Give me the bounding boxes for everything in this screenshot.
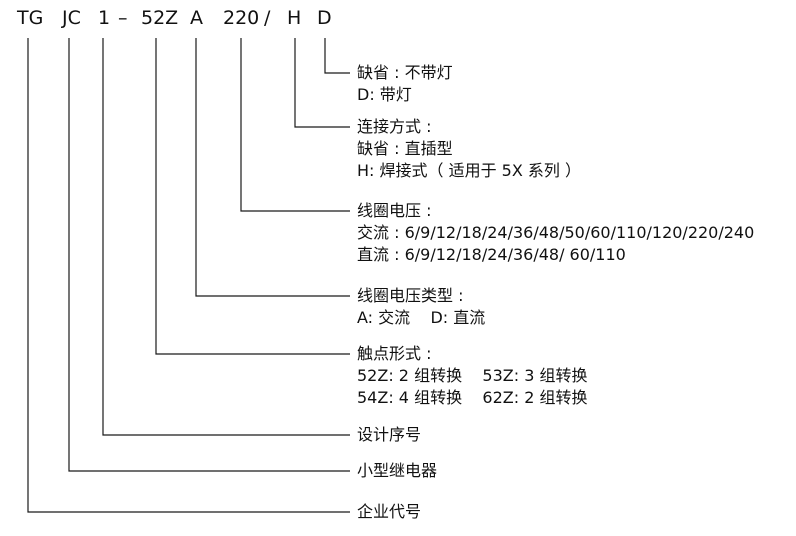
- legend-company-title: 企业代号: [357, 502, 422, 521]
- legend-lamp-line: D: 带灯: [357, 85, 412, 104]
- leader-line-design-serial: [102, 38, 350, 436]
- legend-coil-voltage: 线圈电压 : 交流 : 6/9/12/18/24/36/48/50/60/110…: [357, 200, 754, 266]
- code-segment-tg: TG: [17, 7, 44, 29]
- code-segment-jc: JC: [62, 7, 81, 29]
- legend-contact-form: 触点形式 : 52Z: 2 组转换 53Z: 3 组转换 54Z: 4 组转换 …: [357, 343, 587, 409]
- legend-connection-line: 缺省 : 直插型: [357, 139, 453, 158]
- code-segment-connection: H: [287, 7, 302, 29]
- code-separator-slash: /: [264, 7, 271, 29]
- code-segment-contact: 52Z: [141, 7, 179, 29]
- legend-coil-voltage-line: 交流 : 6/9/12/18/24/36/48/50/60/110/120/22…: [357, 223, 755, 242]
- leader-line-connection: [294, 38, 350, 128]
- legend-type: 小型继电器: [357, 460, 437, 482]
- legend-contact-form-line: 54Z: 4 组转换 62Z: 2 组转换: [357, 388, 588, 407]
- legend-lamp-title: 缺省 : 不带灯: [357, 63, 453, 82]
- code-segment-lamp: D: [317, 7, 332, 29]
- leader-line-company: [27, 38, 350, 513]
- legend-connection-title: 连接方式 :: [357, 117, 432, 136]
- code-segment-serial: 1: [98, 7, 111, 29]
- code-separator-dash: –: [118, 7, 128, 29]
- legend-design-serial: 设计序号: [357, 424, 421, 446]
- legend-coil-voltage-type-line: A: 交流 D: 直流: [357, 308, 486, 327]
- legend-connection: 连接方式 : 缺省 : 直插型 H: 焊接式（ 适用于 5X 系列 ）: [357, 116, 581, 182]
- legend-type-title: 小型继电器: [357, 461, 438, 480]
- legend-contact-form-line: 52Z: 2 组转换 53Z: 3 组转换: [357, 366, 588, 385]
- legend-lamp: 缺省 : 不带灯 D: 带灯: [357, 62, 453, 106]
- leader-line-contact-form: [155, 38, 350, 355]
- leader-line-lamp: [324, 38, 350, 74]
- legend-coil-voltage-type: 线圈电压类型 : A: 交流 D: 直流: [357, 285, 485, 329]
- leader-line-coil-voltage: [240, 38, 350, 212]
- legend-coil-voltage-line: 直流 : 6/9/12/18/24/36/48/ 60/110: [357, 245, 626, 264]
- legend-contact-form-title: 触点形式 :: [357, 344, 432, 363]
- leader-line-type: [68, 38, 350, 472]
- legend-company: 企业代号: [357, 501, 421, 523]
- legend-coil-voltage-type-title: 线圈电压类型 :: [357, 286, 464, 305]
- leader-line-coil-voltage-type: [195, 38, 350, 297]
- legend-connection-line: H: 焊接式（ 适用于 5X 系列 ）: [357, 161, 581, 180]
- code-segment-voltage-type: A: [190, 7, 203, 29]
- code-segment-voltage: 220: [223, 7, 260, 29]
- legend-design-serial-title: 设计序号: [357, 425, 422, 444]
- legend-coil-voltage-title: 线圈电压 :: [357, 201, 432, 220]
